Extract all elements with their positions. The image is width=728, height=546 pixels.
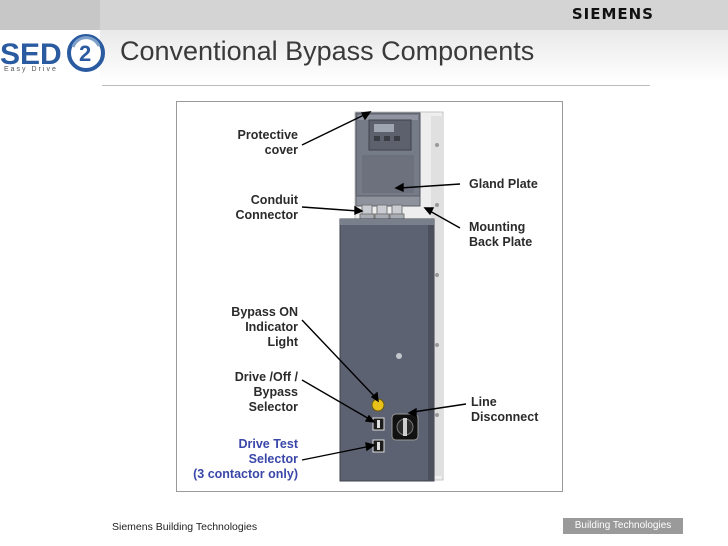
header-corner xyxy=(0,0,100,30)
bypass-enclosure xyxy=(339,218,435,482)
logo-number: 2 xyxy=(79,41,91,66)
label-gland-plate: Gland Plate xyxy=(469,177,538,191)
page-title: Conventional Bypass Components xyxy=(120,36,535,66)
label-drive-off-bypass-selector: Drive /Off / Bypass Selector xyxy=(234,370,298,414)
header-band xyxy=(100,0,728,30)
leader-lines xyxy=(301,111,467,461)
drive-test-selector xyxy=(372,439,385,453)
drive-unit xyxy=(355,112,421,199)
gland-plate xyxy=(355,195,421,207)
logo-text: SED xyxy=(0,38,62,71)
logo-swirl-arc xyxy=(71,36,101,48)
siemens-brand: SIEMENS xyxy=(571,5,654,23)
footer-company: Siemens Building Technologies xyxy=(112,521,258,533)
footer-section: Building Technologies xyxy=(563,518,683,534)
door-latch xyxy=(396,353,402,359)
logo-tagline: Easy Drive xyxy=(4,66,58,73)
sed2-logo: SED 2 xyxy=(0,34,105,72)
label-drive-test-selector: Drive Test Selector (3 contactor only) xyxy=(193,437,298,481)
line-disconnect-handle xyxy=(391,413,419,441)
title-divider xyxy=(102,85,650,86)
label-line-disconnect: Line Disconnect xyxy=(471,395,539,424)
label-mounting-back-plate: Mounting Back Plate xyxy=(469,220,533,249)
label-bypass-on-indicator: Bypass ON Indicator Light xyxy=(231,305,298,349)
title-background xyxy=(100,30,728,82)
conduit-connectors xyxy=(359,204,405,220)
label-protective-cover: Protective cover xyxy=(237,128,298,157)
logo-swirl-icon xyxy=(67,34,105,72)
drive-off-bypass-selector xyxy=(372,417,385,431)
label-conduit-connector: Conduit Connector xyxy=(235,193,299,222)
